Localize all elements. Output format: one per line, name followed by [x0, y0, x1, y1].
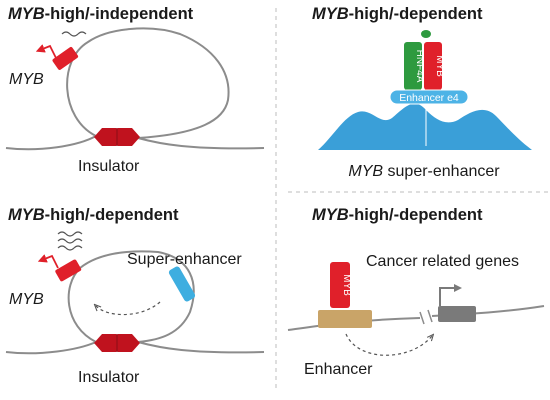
myb-factor-d: MYB — [330, 262, 352, 308]
myb-factor-label-d: MYB — [341, 274, 352, 296]
enhancer-block-d — [318, 310, 372, 328]
insulator-c — [94, 334, 140, 352]
myb-gene-box-a — [52, 46, 79, 70]
dna-loop-a — [5, 27, 265, 151]
myb-factor-b: MYB — [424, 42, 445, 90]
tss-arrow-c — [37, 254, 59, 269]
myb-gene-a — [35, 44, 79, 70]
panel-b-title: MYB-high/-dependent — [312, 5, 483, 23]
transcript-waves-c — [57, 231, 83, 251]
super-enhancer-caption: MYB super-enhancer — [348, 163, 500, 180]
tss-arrow-a — [35, 44, 57, 59]
panel-b-title-gene: MYB — [312, 5, 349, 23]
insulator-a — [94, 128, 140, 146]
promoter-arrow-d — [439, 284, 462, 306]
cancer-gene-block — [438, 306, 476, 322]
panel-d-title: MYB-high/-dependent — [312, 206, 483, 224]
interaction-arrow-d — [345, 334, 432, 356]
panel-a-title: MYB-high/-independent — [8, 5, 194, 23]
enhancer-label-d: Enhancer — [304, 361, 373, 378]
super-enhancer-label: Super-enhancer — [127, 251, 242, 268]
myb-gene-label-c: MYB — [9, 291, 44, 308]
dna-break-marks — [419, 309, 433, 325]
super-enhancer-block — [168, 266, 196, 302]
super-enhancer-caption-rest: super-enhancer — [383, 163, 500, 180]
panel-c-title-rest: -high/-dependent — [45, 206, 179, 224]
panel-c: MYB-high/-dependent MYB Super-enhancer I… — [5, 206, 265, 386]
panel-b-title-rest: -high/-dependent — [349, 5, 483, 23]
enhancer-e4-pill — [389, 89, 469, 105]
panel-a-title-rest: -high/-independent — [45, 5, 194, 23]
enhancer-e4-label: Enhancer e4 — [399, 92, 459, 104]
myb-gene-label-a: MYB — [9, 71, 44, 88]
myb-factor-label-b: MYB — [434, 55, 445, 77]
panel-d: MYB-high/-dependent MYB Cancer related g… — [287, 206, 545, 378]
hnf4a-factor: HNF4A — [404, 42, 425, 90]
panel-c-title: MYB-high/-dependent — [8, 206, 179, 224]
super-enhancer-signal — [318, 103, 532, 150]
cancer-genes-label: Cancer related genes — [366, 253, 519, 270]
panel-c-title-gene: MYB — [8, 206, 45, 224]
panel-a: MYB-high/-independent MYB Insulator — [5, 5, 265, 175]
panel-d-title-rest: -high/-dependent — [349, 206, 483, 224]
panel-b: MYB-high/-dependent HNF4A MYB Enhancer e… — [312, 5, 532, 180]
hnf4a-label: HNF4A — [414, 50, 425, 83]
interaction-arrow-c — [96, 301, 161, 316]
myb-gene-c — [37, 254, 82, 282]
super-enhancer-caption-gene: MYB — [348, 163, 383, 180]
insulator-label-c: Insulator — [78, 369, 140, 386]
insulator-label-a: Insulator — [78, 158, 140, 175]
panel-d-title-gene: MYB — [312, 206, 349, 224]
panel-a-title-gene: MYB — [8, 5, 45, 23]
hnf4a-cap — [421, 30, 431, 38]
transcript-wave-a — [61, 31, 87, 37]
